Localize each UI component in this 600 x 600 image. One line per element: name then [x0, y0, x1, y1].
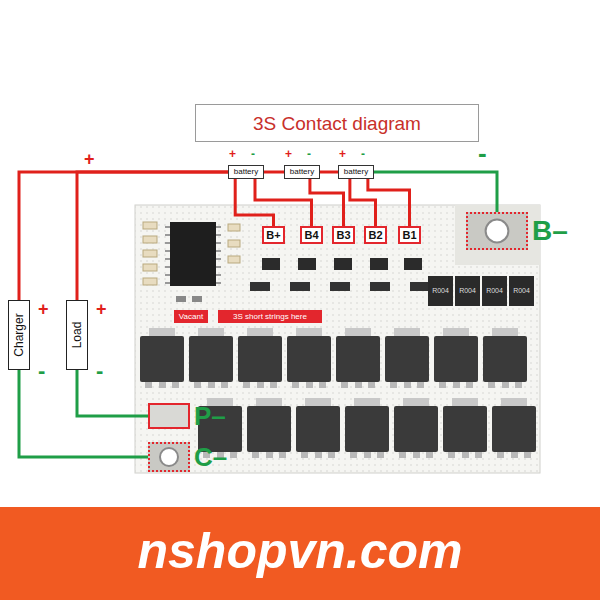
watermark: nshopvn.com [0, 526, 600, 576]
wire [350, 179, 376, 226]
mount-hole [468, 214, 526, 248]
terminal-label: P– [194, 403, 226, 429]
battery-box: battery [338, 165, 374, 179]
terminal-pad: C– [148, 442, 190, 472]
polarity-sign: - [478, 140, 487, 166]
node-text: Vacant [179, 313, 203, 321]
node-text: Load [71, 322, 83, 349]
charger-box: Charger [8, 300, 30, 370]
wire [368, 179, 410, 226]
polarity-sign: - [251, 148, 255, 160]
node-text: B1 [402, 230, 416, 241]
polarity-sign: + [229, 148, 236, 160]
note-tag: Vacant [174, 310, 208, 323]
wire [255, 179, 312, 226]
battery-box: battery [284, 165, 320, 179]
footer-banner [0, 507, 600, 600]
note-tag: 3S short strings here [218, 310, 322, 323]
resistor-marking: R004 [509, 287, 534, 294]
terminal-pad: P– [148, 403, 190, 429]
led-column [143, 222, 157, 285]
node-text: battery [290, 168, 314, 176]
node-text: B2 [368, 230, 382, 241]
terminal-pad: B– [466, 212, 528, 250]
mount-hole [150, 444, 188, 470]
balance-pad: B1 [398, 226, 421, 244]
balance-pad: B3 [332, 226, 355, 244]
wire [320, 171, 338, 174]
balance-pad: B+ [262, 226, 285, 244]
pcb-board [135, 205, 540, 473]
terminal-label: C– [194, 444, 227, 470]
copper-area [455, 205, 540, 265]
polarity-sign: + [38, 300, 49, 318]
polarity-sign: - [361, 148, 365, 160]
resistor-marking: R004 [455, 287, 480, 294]
shunt-resistors [428, 276, 534, 306]
balance-pad: B2 [364, 226, 387, 244]
title-box: 3S Contact diagram [195, 104, 479, 142]
resistor-marking: R004 [428, 287, 453, 294]
wire [77, 172, 228, 300]
balance-pad: B4 [300, 226, 323, 244]
wire [374, 172, 497, 212]
node-text: B+ [266, 230, 280, 241]
wire [264, 171, 284, 174]
polarity-sign: + [339, 148, 346, 160]
node-text: battery [344, 168, 368, 176]
wire [77, 370, 148, 416]
resistor-marking: R004 [482, 287, 507, 294]
node-text: B4 [304, 230, 318, 241]
polarity-sign: + [84, 150, 95, 168]
wire [19, 172, 228, 300]
node-text: battery [234, 168, 258, 176]
terminal-label: B– [532, 217, 568, 245]
wire [19, 370, 148, 457]
node-text: B3 [336, 230, 350, 241]
polarity-sign: - [307, 148, 311, 160]
title-text: 3S Contact diagram [253, 114, 421, 133]
polarity-sign: + [96, 300, 107, 318]
battery-box: battery [228, 165, 264, 179]
load-box: Load [66, 300, 88, 370]
pcb-texture [135, 205, 540, 473]
mosfet-row [140, 328, 527, 388]
polarity-sign: + [285, 148, 292, 160]
wire [310, 179, 344, 226]
node-text: Charger [13, 313, 25, 356]
smd-components [176, 224, 430, 302]
polarity-sign: - [96, 360, 103, 382]
polarity-sign: - [38, 360, 45, 382]
mosfet-row [198, 398, 536, 458]
node-text: 3S short strings here [233, 313, 307, 321]
control-ic [165, 222, 221, 286]
